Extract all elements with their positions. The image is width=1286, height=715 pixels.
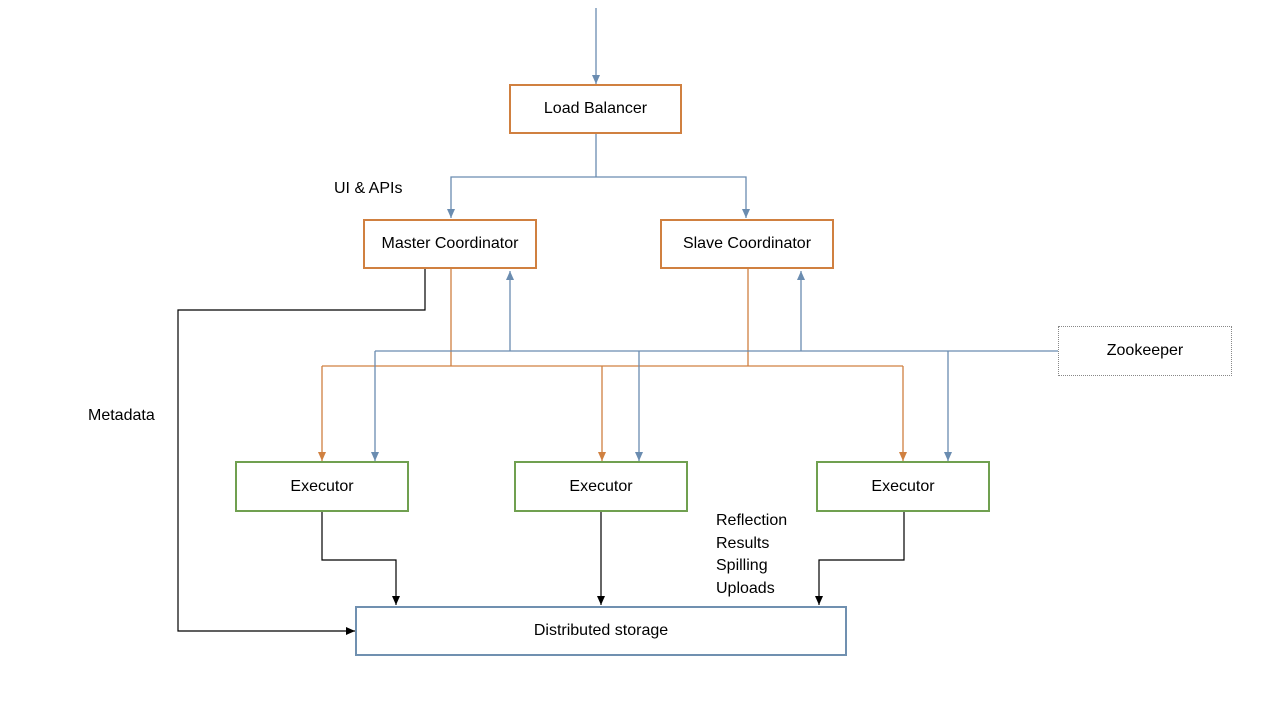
zookeeper-label: Zookeeper: [1106, 342, 1184, 359]
executor-1-to-storage-arrow: [321, 512, 400, 605]
load-balancer-label: Load Balancer: [543, 100, 648, 117]
zookeeper-node: Zookeeper: [1058, 326, 1232, 376]
executor-label-1: Executor: [290, 477, 354, 495]
executor-node-3: Executor: [816, 461, 990, 512]
distributed-storage-node: Distributed storage: [355, 606, 847, 656]
executor-node-1: Executor: [235, 461, 409, 512]
storage-use-spilling: Spilling: [716, 557, 768, 574]
executor-label-3: Executor: [871, 477, 935, 495]
lb-to-slave-arrow: [596, 176, 750, 218]
storage-uses-list: Reflection Results Spilling Uploads: [716, 510, 787, 600]
storage-use-results: Results: [716, 534, 770, 552]
master-coordinator-node: Master Coordinator: [363, 219, 537, 269]
load-balancer-node: Load Balancer: [509, 84, 682, 134]
distributed-storage-label: Distributed storage: [533, 622, 669, 639]
executor-node-2: Executor: [514, 461, 688, 512]
ui-apis-label: UI & APIs: [334, 180, 403, 197]
executor-label-2: Executor: [569, 477, 633, 495]
storage-use-reflection: Reflection: [716, 512, 788, 529]
master-coordinator-label: Master Coordinator: [381, 235, 519, 252]
slave-coordinator-label: Slave Coordinator: [682, 235, 812, 252]
metadata-arrow: [177, 269, 426, 635]
lb-to-master-arrow: [447, 176, 596, 218]
slave-coordinator-node: Slave Coordinator: [660, 219, 834, 269]
storage-use-uploads: Uploads: [716, 579, 775, 597]
metadata-label: Metadata: [88, 407, 155, 424]
executor-3-to-storage-arrow: [815, 512, 905, 605]
